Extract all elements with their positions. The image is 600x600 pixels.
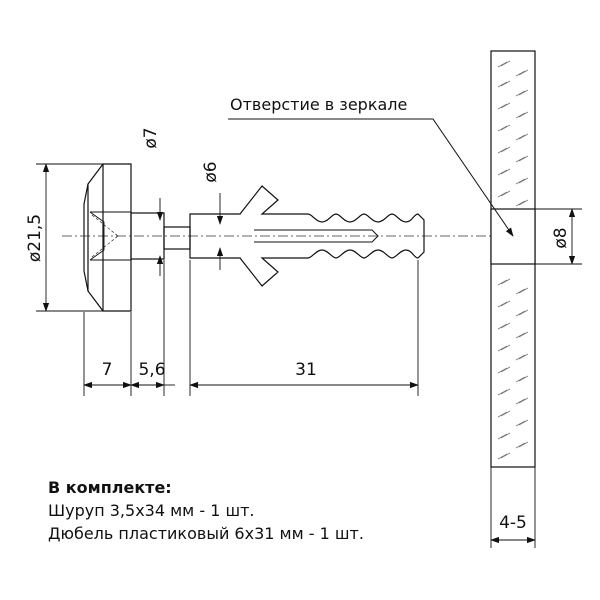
- glass-hatch-mark: [518, 331, 529, 338]
- glass-hatch-mark: [500, 146, 511, 153]
- glass-hatch-mark: [497, 169, 508, 176]
- glass-hatch-mark: [500, 102, 511, 109]
- glass-hatch-mark: [500, 60, 511, 67]
- glass-hatch-mark: [515, 354, 526, 361]
- dim-mirror-thickness-label: 4-5: [499, 513, 527, 533]
- glass-hatch-mark: [497, 389, 508, 396]
- glass-hatch-mark: [500, 80, 511, 87]
- glass-hatch-mark: [515, 420, 526, 427]
- dim-mirror-thickness: [490, 467, 536, 548]
- glass-hatch-mark: [515, 310, 526, 317]
- kit-item-screw: Шуруп 3,5х34 мм - 1 шт.: [48, 501, 255, 520]
- glass-hatch-mark: [497, 61, 508, 68]
- glass-hatch-mark: [500, 344, 511, 351]
- hole-callout-label: Отверстие в зеркале: [230, 95, 407, 114]
- glass-hatch-mark: [497, 147, 508, 154]
- glass-hatch-mark: [515, 398, 526, 405]
- hole-callout-leader: [228, 118, 514, 237]
- glass-hatch-mark: [497, 323, 508, 330]
- glass-hatch-mark: [497, 81, 508, 88]
- glass-hatch-mark: [515, 288, 526, 295]
- glass-hatch-mark: [515, 90, 526, 97]
- glass-hatch-mark: [518, 111, 529, 118]
- glass-hatch-mark: [497, 433, 508, 440]
- glass-hatch-mark: [515, 70, 526, 77]
- glass-hatch-mark: [500, 190, 511, 197]
- glass-hatch-mark: [515, 200, 526, 207]
- dim-lengths: [83, 260, 419, 396]
- glass-hatch-mark: [500, 388, 511, 395]
- dim-dowel-diameter-label: ø6: [201, 161, 221, 182]
- glass-hatch-mark: [497, 191, 508, 198]
- glass-hatch-mark: [497, 453, 508, 460]
- dim-head-diameter: [36, 163, 103, 312]
- glass-hatch-mark: [497, 411, 508, 418]
- plastic-dowel: [189, 185, 425, 287]
- glass-hatch-mark: [515, 442, 526, 449]
- glass-hatch-mark: [518, 375, 529, 382]
- glass-hatch-mark: [500, 452, 511, 459]
- glass-hatch-mark: [518, 155, 529, 162]
- dim-hole-diameter: [535, 208, 582, 265]
- glass-hatch-mark: [518, 199, 529, 206]
- glass-hatch-mark: [497, 367, 508, 374]
- mirror-cap: [83, 163, 132, 312]
- glass-hatch-mark: [515, 112, 526, 119]
- dim-screw-diameter-label: ø7: [141, 127, 161, 148]
- glass-hatch-mark: [500, 300, 511, 307]
- glass-hatch-mark: [497, 345, 508, 352]
- glass-hatch-mark: [497, 125, 508, 132]
- glass-hatch-mark: [518, 441, 529, 448]
- mirror-panel: [490, 50, 536, 468]
- glass-hatch-mark: [518, 89, 529, 96]
- kit-item-dowel: Дюбель пластиковый 6х31 мм - 1 шт.: [48, 524, 364, 543]
- glass-hatch-mark: [515, 134, 526, 141]
- glass-hatch-mark: [500, 124, 511, 131]
- glass-hatch-mark: [518, 397, 529, 404]
- glass-hatch-mark: [500, 366, 511, 373]
- glass-hatch-mark: [518, 287, 529, 294]
- kit-contents: В комплекте: Шуруп 3,5х34 мм - 1 шт. Дюб…: [48, 476, 364, 545]
- dim-dowel-length-label: 31: [295, 360, 317, 380]
- glass-hatch-mark: [515, 156, 526, 163]
- glass-hatch-mark: [500, 432, 511, 439]
- glass-hatch-mark: [515, 178, 526, 185]
- glass-hatch-mark: [497, 279, 508, 286]
- glass-hatch-mark: [497, 103, 508, 110]
- glass-hatch-mark: [497, 301, 508, 308]
- dim-neck-length-label: 5,6: [138, 360, 165, 380]
- dim-head-diameter-label: ø21,5: [25, 214, 45, 262]
- kit-heading: В комплекте:: [48, 478, 172, 497]
- glass-hatch-mark: [515, 332, 526, 339]
- glass-hatch-mark: [518, 353, 529, 360]
- glass-hatch-mark: [518, 69, 529, 76]
- glass-hatch-mark: [500, 278, 511, 285]
- dim-head-length-label: 7: [102, 360, 113, 380]
- glass-hatch-mark: [500, 322, 511, 329]
- dim-hole-diameter-label: ø8: [551, 227, 571, 248]
- glass-hatch-mark: [515, 376, 526, 383]
- glass-hatch-mark: [518, 419, 529, 426]
- glass-hatch-mark: [500, 410, 511, 417]
- glass-hatch-mark: [518, 309, 529, 316]
- glass-hatch-mark: [518, 133, 529, 140]
- glass-hatch-mark: [518, 177, 529, 184]
- glass-hatch-mark: [500, 168, 511, 175]
